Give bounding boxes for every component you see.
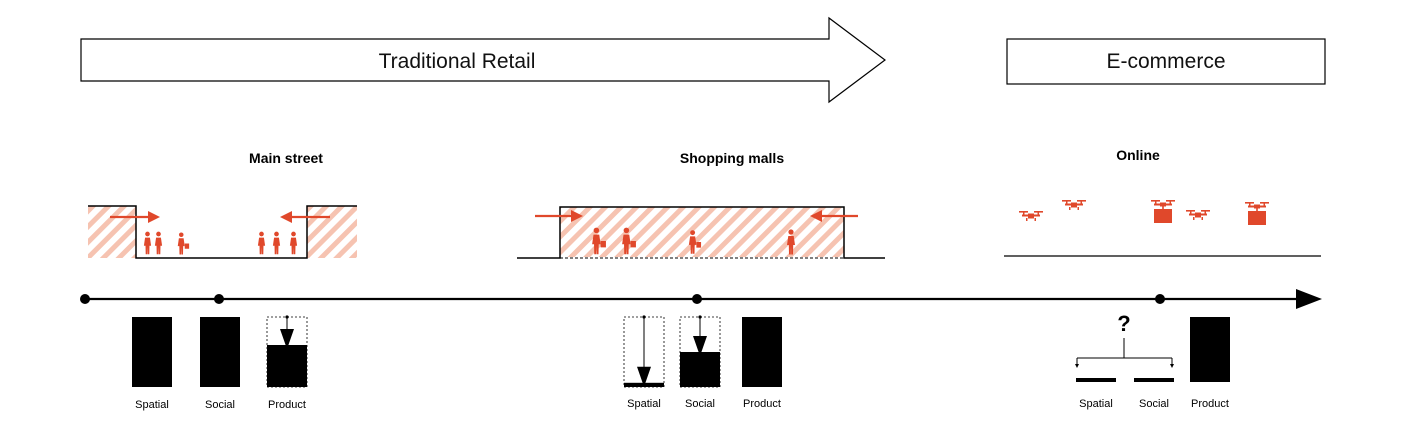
era-title-online: Online: [1116, 147, 1160, 163]
bar-label: Spatial: [627, 398, 661, 410]
main-street-scene: [88, 205, 357, 259]
online-question-bracket: ?: [1075, 311, 1174, 368]
bar-spatial: Spatial: [623, 315, 665, 410]
drone-parcel-icon: [1151, 200, 1175, 223]
timeline-dot: [214, 294, 224, 304]
bar-label: Social: [205, 399, 235, 411]
era-title-shopping-malls: Shopping malls: [680, 150, 784, 166]
bar-label: Social: [685, 398, 715, 410]
bar-label: Spatial: [1079, 398, 1113, 410]
bar-social: Social: [679, 315, 721, 410]
bar-product: Product: [266, 315, 308, 411]
bar-spatial: Spatial: [132, 317, 172, 411]
bar-label: Product: [268, 399, 306, 411]
drone-icon: [1019, 211, 1043, 221]
drone-parcel-icon: [1245, 202, 1269, 225]
bar-product: Product: [742, 317, 782, 410]
bar-product: Product: [1190, 317, 1230, 410]
arrow-left-icon: [280, 211, 292, 223]
arrow-down-icon: [693, 336, 707, 356]
bar-fill: [132, 317, 172, 387]
question-mark: ?: [1117, 311, 1130, 336]
arrow-right-icon: [148, 211, 160, 223]
arrow-down-icon: [280, 329, 294, 349]
bar-fill: [1190, 317, 1230, 382]
bar-fill: [1076, 378, 1116, 382]
arrow-left-icon: [810, 210, 822, 222]
ecommerce-label: E-commerce: [1106, 50, 1225, 73]
bar-social: Social: [1134, 378, 1174, 410]
traditional-retail-arrow: Traditional Retail: [80, 16, 886, 104]
bar-fill: [267, 345, 307, 387]
bar-fill: [624, 382, 664, 387]
online-scene: [1004, 200, 1321, 257]
shopping-mall-scene: [517, 206, 885, 259]
timeline-dot: [692, 294, 702, 304]
era-title-main-street: Main street: [249, 150, 323, 166]
bar-fill: [1134, 378, 1174, 382]
bar-label: Product: [1191, 398, 1229, 410]
bar-label: Product: [743, 398, 781, 410]
bar-fill: [200, 317, 240, 387]
timeline-dot: [80, 294, 90, 304]
traditional-retail-label: Traditional Retail: [379, 50, 536, 73]
bar-label: Social: [1139, 398, 1169, 410]
indicator-bars: Spatial Social Product Spatial Social Product…: [132, 315, 1230, 411]
bar-fill: [680, 352, 720, 387]
bar-social: Social: [200, 317, 240, 411]
drone-icon: [1186, 210, 1210, 220]
arrow-down-icon: [637, 366, 651, 387]
drone-icon: [1062, 200, 1086, 210]
timeline-arrowhead-icon: [1296, 289, 1322, 309]
bar-fill: [742, 317, 782, 387]
timeline-dot: [1155, 294, 1165, 304]
bar-spatial: Spatial: [1076, 378, 1116, 410]
timeline: [80, 289, 1322, 309]
ecommerce-box: E-commerce: [1006, 38, 1326, 85]
bar-label: Spatial: [135, 399, 169, 411]
arrow-right-icon: [571, 210, 583, 222]
